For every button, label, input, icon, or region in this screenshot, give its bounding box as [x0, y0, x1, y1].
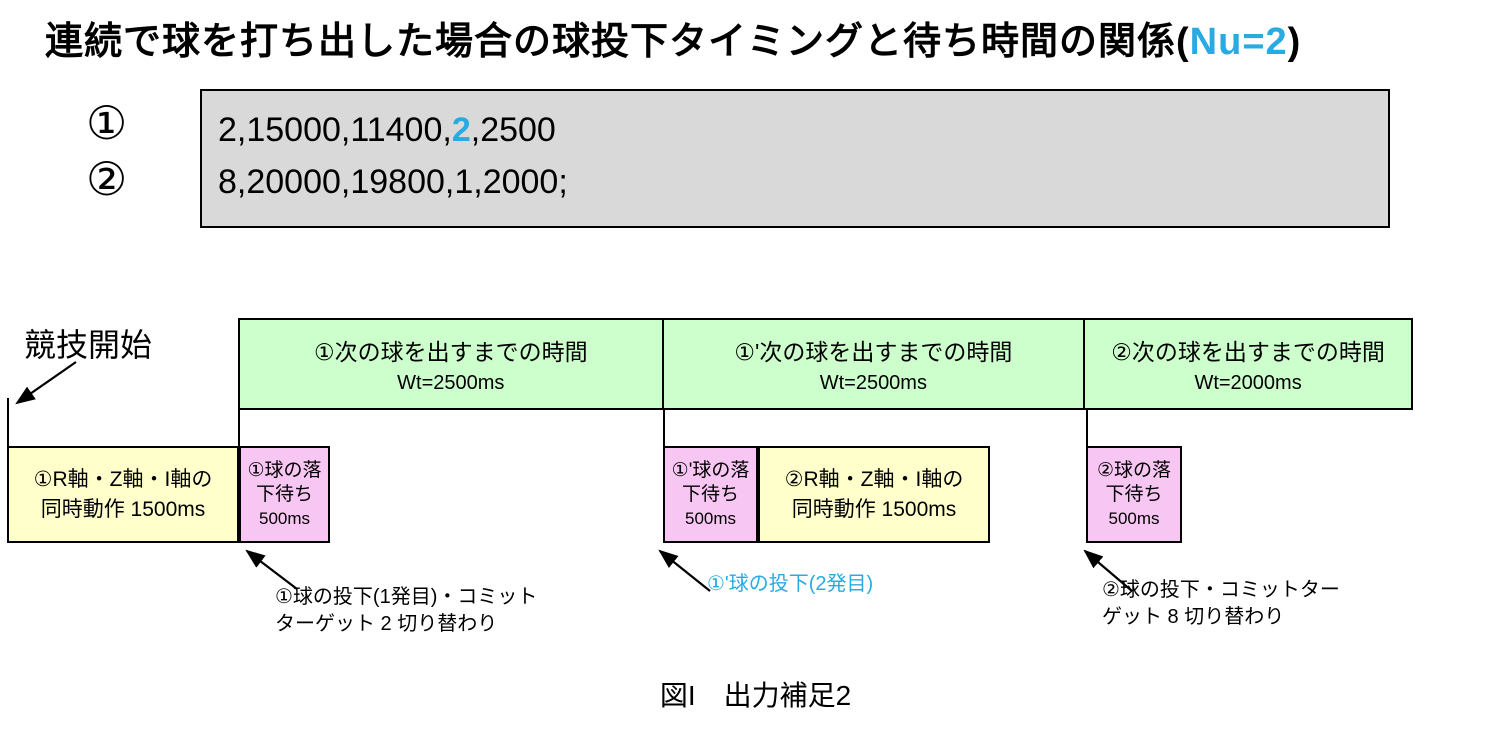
- annotation-drop-3: ②球の投下・コミットター ゲット 8 切り替わり: [1102, 577, 1340, 631]
- drop-arrow-2: [658, 549, 711, 592]
- competition-start-label: 競技開始: [24, 327, 153, 363]
- task-box-2: ②R軸・Z軸・I軸の 同時動作 1500ms: [758, 446, 990, 543]
- wait-3-ms: 500ms: [1108, 508, 1160, 528]
- wait-3-line1: ②球の落: [1096, 459, 1172, 481]
- task-1-line1: ①R軸・Z軸・I軸の: [33, 467, 213, 491]
- wait-1-line2: 下待ち: [255, 483, 313, 505]
- segment-3-wt: Wt=2000ms: [1194, 372, 1302, 394]
- segment-2-wt: Wt=2500ms: [819, 372, 927, 394]
- code-line-1-prefix: 2,15000,11400,: [218, 111, 452, 149]
- code-line-2-text: 8,20000,19800,1,2000;: [218, 163, 568, 201]
- segment-1-label: ①次の球を出すまでの時間: [313, 339, 588, 365]
- timeline-header-row: ①次の球を出すまでの時間 Wt=2500ms ①'次の球を出すまでの時間 Wt=…: [238, 318, 1413, 410]
- task-1-line2: 同時動作 1500ms: [40, 497, 206, 521]
- code-line-2: 8,20000,19800,1,2000;: [218, 156, 1388, 208]
- row-marker-2: ②: [86, 153, 128, 205]
- segment-3-label: ②次の球を出すまでの時間: [1111, 339, 1385, 365]
- task-2-line1: ②R軸・Z軸・I軸の: [784, 467, 964, 491]
- segment-1-wt: Wt=2500ms: [397, 372, 505, 394]
- wait-3-line2: 下待ち: [1105, 483, 1163, 505]
- connector-line-2: [663, 409, 665, 447]
- wait-1-ms: 500ms: [258, 508, 311, 528]
- connector-line-1: [238, 409, 240, 447]
- annotation-drop-1: ①球の投下(1発目)・コミット ターゲット 2 切り替わり: [275, 584, 537, 638]
- row-marker-1: ①: [86, 97, 128, 149]
- annotation-2-line1: ①'球の投下(2発目): [707, 573, 874, 595]
- wait-box-3: ②球の落 下待ち 500ms: [1086, 446, 1182, 543]
- timeline-segment-1: ①次の球を出すまでの時間 Wt=2500ms: [240, 320, 664, 408]
- title-main: 連続で球を打ち出した場合の球投下タイミングと待ち時間の関係(: [45, 21, 1190, 63]
- annotation-3-line1: ②球の投下・コミットター: [1102, 579, 1340, 601]
- annotation-drop-2: ①'球の投下(2発目): [707, 571, 873, 598]
- code-line-1-highlight: 2: [451, 111, 471, 149]
- wait-2-line2: 下待ち: [681, 483, 739, 505]
- start-arrow: [15, 361, 77, 405]
- segment-2-label: ①'次の球を出すまでの時間: [734, 339, 1013, 365]
- wait-2-ms: 500ms: [684, 508, 737, 528]
- timeline-segment-2: ①'次の球を出すまでの時間 Wt=2500ms: [664, 320, 1086, 408]
- task-2-line2: 同時動作 1500ms: [791, 497, 957, 521]
- annotation-1-line2: ターゲット 2 切り替わり: [275, 613, 498, 635]
- timeline-segment-3: ②次の球を出すまでの時間 Wt=2000ms: [1085, 320, 1411, 408]
- wait-1-line1: ①球の落: [247, 459, 322, 481]
- page-title: 連続で球を打ち出した場合の球投下タイミングと待ち時間の関係(Nu=2): [45, 10, 1301, 65]
- connector-line-3: [1086, 409, 1088, 447]
- figure-caption: 図I 出力補足2: [659, 680, 852, 711]
- task-box-1: ①R軸・Z軸・I軸の 同時動作 1500ms: [7, 446, 239, 543]
- wait-box-2: ①'球の落 下待ち 500ms: [663, 446, 758, 543]
- wait-2-line1: ①'球の落: [671, 459, 750, 481]
- title-nu-highlight: Nu=2: [1189, 21, 1288, 63]
- code-line-1-suffix: ,2500: [470, 111, 556, 149]
- start-tick-line: [7, 398, 9, 447]
- wait-box-1: ①球の落 下待ち 500ms: [239, 446, 330, 543]
- title-close-paren: ): [1287, 21, 1302, 63]
- code-output-box: 2,15000,11400,2,2500 8,20000,19800,1,200…: [200, 89, 1390, 228]
- annotation-3-line2: ゲット 8 切り替わり: [1102, 606, 1285, 628]
- code-line-1: 2,15000,11400,2,2500: [218, 104, 1388, 156]
- annotation-1-line1: ①球の投下(1発目)・コミット: [275, 586, 538, 608]
